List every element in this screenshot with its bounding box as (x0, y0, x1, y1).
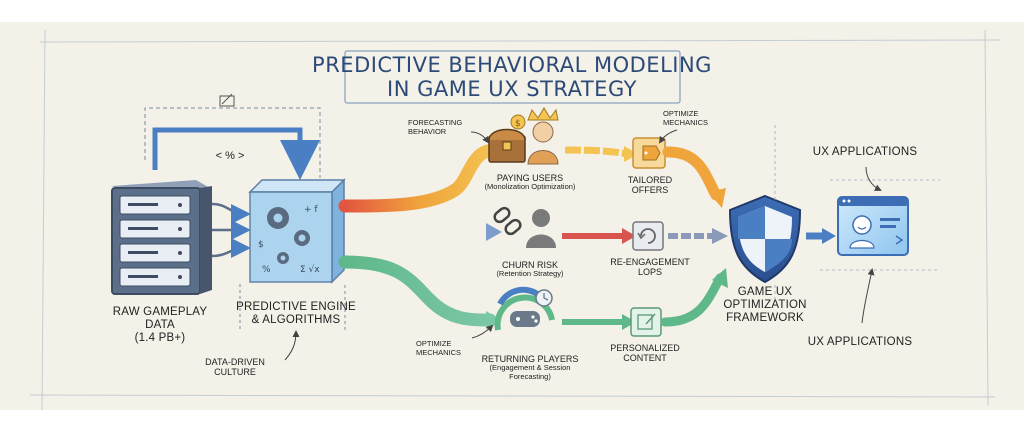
raw-data-line-3: (1.4 PB+) (134, 332, 186, 345)
tailored-line-1: TAILORED (627, 175, 673, 185)
paying-label: PAYING USERS (Monolization Optimization) (470, 173, 590, 192)
broken-chain-icon (493, 206, 522, 236)
forecasting-line-1: FORECASTING (408, 118, 463, 127)
svg-text:$: $ (515, 119, 521, 129)
svg-text:$: $ (258, 240, 264, 250)
reengage-line-2: LOPS (637, 267, 662, 278)
title-box (344, 50, 681, 104)
reengage-label: RE-ENGAGEMENT LOPS (605, 257, 695, 278)
tailored-line-2: OFFERS (631, 185, 669, 196)
engine-cube-icon: + f $ % Σ √x (248, 178, 346, 284)
optimize-top-label: OPTIMIZE MECHANICS (663, 109, 733, 127)
title-line-2: IN GAME UX STRATEGY (387, 77, 637, 101)
framework-line-3: FRAMEWORK (726, 312, 804, 325)
churn-line-2: (Retention Strategy) (496, 269, 564, 279)
ux-applications-top: UX APPLICATIONS (812, 146, 918, 158)
personalized-line-1: PERSONALIZED (610, 343, 680, 353)
optimize-bottom-line-1: OPTIMIZE (416, 339, 452, 348)
framework-line-2: OPTIMIZATION (723, 299, 807, 312)
treasure-chest-icon: $ (488, 114, 526, 163)
churn-label: CHURN RISK (Retention Strategy) (475, 260, 585, 279)
server-icon (111, 180, 212, 295)
reengage-line-1: RE-ENGAGEMENT (610, 257, 690, 267)
paying-line-1: PAYING USERS (496, 173, 564, 183)
optimize-top-line-2: MECHANICS (663, 117, 709, 127)
optimize-top-line-1: OPTIMIZE (663, 109, 699, 118)
engine-line-1: PREDICTIVE ENGINE (236, 301, 356, 313)
tailored-label: TAILORED OFFERS (615, 175, 685, 196)
culture-label: DATA-DRIVEN CULTURE (185, 357, 285, 378)
personalized-label: PERSONALIZED CONTENT (600, 343, 690, 364)
arrow-to-returning (338, 255, 497, 327)
raw-data-label: RAW GAMEPLAY DATA (1.4 PB+) (100, 306, 220, 346)
ux-screen-icon (837, 196, 909, 256)
ux-applications-bottom: UX APPLICATIONS (807, 336, 913, 348)
reengagement-refresh-icon (632, 221, 664, 251)
frame-lines (29, 29, 1001, 411)
returning-line-1: RETURNING PLAYERS (481, 354, 579, 364)
personalized-line-2: CONTENT (623, 353, 667, 364)
framework-line-1: GAME UX (737, 286, 793, 298)
optimize-bottom-line-2: MECHANICS (416, 347, 462, 357)
churn-line-1: CHURN RISK (501, 260, 558, 270)
svg-text:Σ √x: Σ √x (300, 264, 320, 275)
shield-icon (728, 194, 802, 284)
returning-line-2: (Engagement & Session (489, 363, 571, 373)
engine-label: PREDICTIVE ENGINE & ALGORITHMS (236, 301, 356, 327)
culture-line-2: CULTURE (214, 367, 256, 378)
svg-text:%: % (262, 265, 271, 275)
returning-line-3: Forecasting) (509, 371, 551, 381)
culture-line-1: DATA-DRIVEN (205, 357, 265, 367)
server-to-engine (211, 202, 251, 259)
engine-line-2: & ALGORITHMS (251, 314, 341, 327)
paying-line-2: (Monolization Optimization) (484, 182, 576, 192)
arrow-to-paying (338, 143, 502, 213)
framework-label: GAME UX OPTIMIZATION FRAMEWORK (710, 286, 820, 326)
personalized-content-icon (630, 307, 662, 337)
forecasting-label: FORECASTING BEHAVIOR (408, 118, 478, 136)
offer-tag-icon (632, 137, 666, 169)
raw-data-line-1: RAW GAMEPLAY (112, 306, 208, 318)
returning-label: RETURNING PLAYERS (Engagement & Session … (470, 354, 590, 382)
title-line-1: PREDICTIVE BEHAVIORAL MODELING (312, 53, 712, 77)
loop-symbol: < % > (215, 150, 245, 162)
raw-data-line-2: DATA (145, 319, 175, 332)
returning-cycle-icon (494, 286, 555, 331)
optimize-bottom-label: OPTIMIZE MECHANICS (416, 339, 486, 357)
feedback-loop (144, 93, 321, 180)
forecasting-line-2: BEHAVIOR (408, 126, 447, 136)
king-avatar-icon (527, 107, 559, 165)
churn-user-icon (526, 209, 556, 248)
svg-text:+ f: + f (304, 205, 318, 215)
